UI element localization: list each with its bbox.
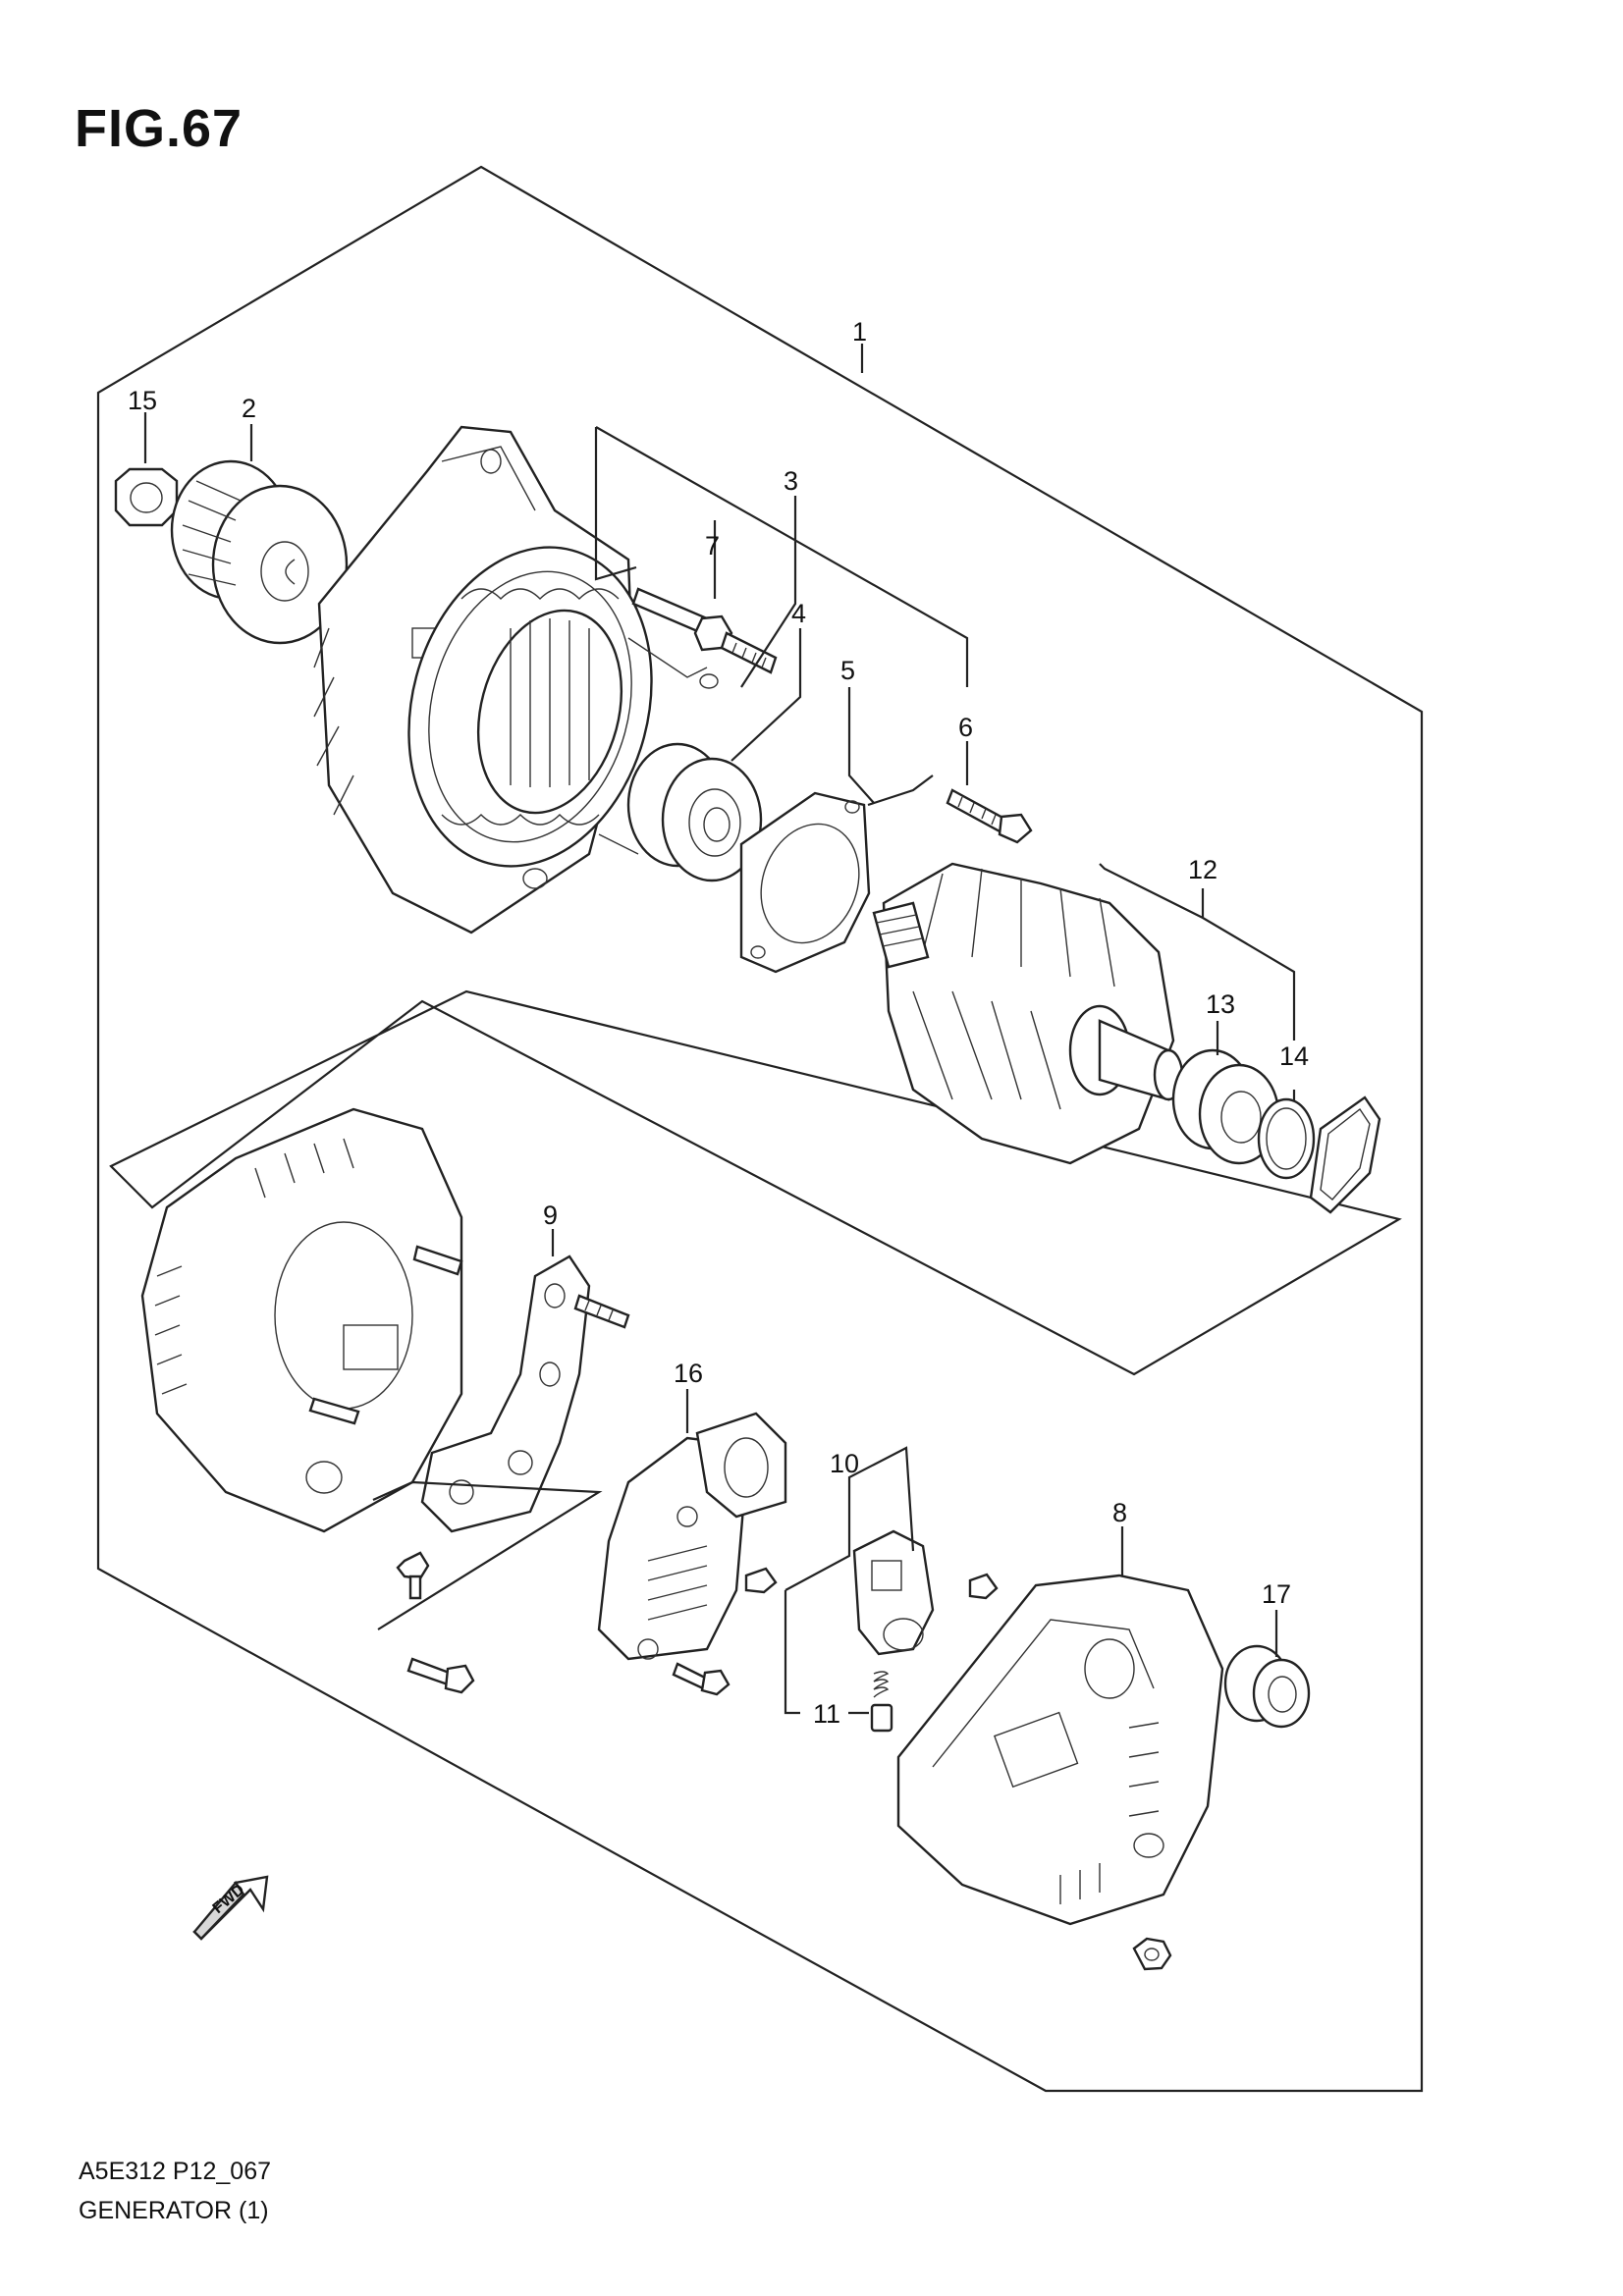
callout-6: 6 [958, 713, 973, 742]
callout-17: 17 [1262, 1579, 1291, 1609]
callout-15: 15 [128, 386, 157, 415]
callouts: 1 2 3 4 5 6 7 8 9 10 11 12 13 14 15 16 1… [128, 317, 1309, 1729]
part-11-brush-spring[interactable] [870, 1671, 893, 1733]
callout-10: 10 [830, 1449, 859, 1478]
callout-2: 2 [242, 394, 256, 423]
callout-12: 12 [1188, 855, 1217, 884]
callout-9: 9 [543, 1201, 558, 1230]
part-7-through-bolt[interactable] [631, 587, 778, 674]
figure-name: GENERATOR (1) [79, 2197, 269, 2224]
part-10-brush-holder[interactable] [852, 1529, 935, 1656]
leader-lines [551, 344, 1296, 1715]
rotor-assembly[interactable] [872, 862, 1184, 1165]
rear-subframe [109, 989, 1402, 1376]
part-2-pulley[interactable] [170, 459, 349, 645]
part-13-rear-bearing[interactable] [1171, 1048, 1280, 1165]
callout-14: 14 [1279, 1041, 1309, 1071]
part-17-terminal-cap[interactable] [1223, 1644, 1311, 1729]
part-9-rectifier[interactable] [420, 1255, 630, 1533]
regulator-screw-a[interactable] [744, 1567, 778, 1594]
part-5-retainer-plate[interactable] [739, 791, 875, 974]
figure-title: FIG.67 [75, 99, 243, 158]
callout-1: 1 [852, 317, 867, 347]
callout-16: 16 [674, 1359, 703, 1388]
callout-8: 8 [1112, 1498, 1127, 1527]
part-15-nut[interactable] [114, 467, 179, 527]
brush-holder-screw[interactable] [968, 1573, 999, 1600]
cover-nut[interactable] [1132, 1937, 1172, 1971]
part-14-ring[interactable] [1257, 1097, 1316, 1180]
rear-housing[interactable] [140, 1107, 463, 1533]
part-6-screw[interactable] [946, 788, 1033, 844]
assembly-boundary [96, 165, 1424, 2093]
callout-3: 3 [784, 466, 798, 496]
part-16-regulator[interactable] [597, 1412, 787, 1661]
regulator-screw-b[interactable] [672, 1662, 730, 1696]
bracket-bolt[interactable] [406, 1657, 475, 1694]
fwd-arrow-icon: FWD [192, 1875, 269, 1941]
callout-5: 5 [840, 656, 855, 685]
rectifier-screw[interactable] [396, 1551, 430, 1600]
callout-13: 13 [1206, 989, 1235, 1019]
callout-7: 7 [705, 531, 720, 561]
figure-code: A5E312 P12_067 [79, 2158, 272, 2185]
callout-4: 4 [791, 599, 806, 628]
part-4-bearing[interactable] [626, 742, 763, 882]
rear-gasket[interactable] [1309, 1095, 1381, 1214]
part-8-rear-cover[interactable] [896, 1574, 1224, 1926]
stator-coil[interactable] [374, 520, 719, 894]
callout-11: 11 [813, 1699, 840, 1729]
